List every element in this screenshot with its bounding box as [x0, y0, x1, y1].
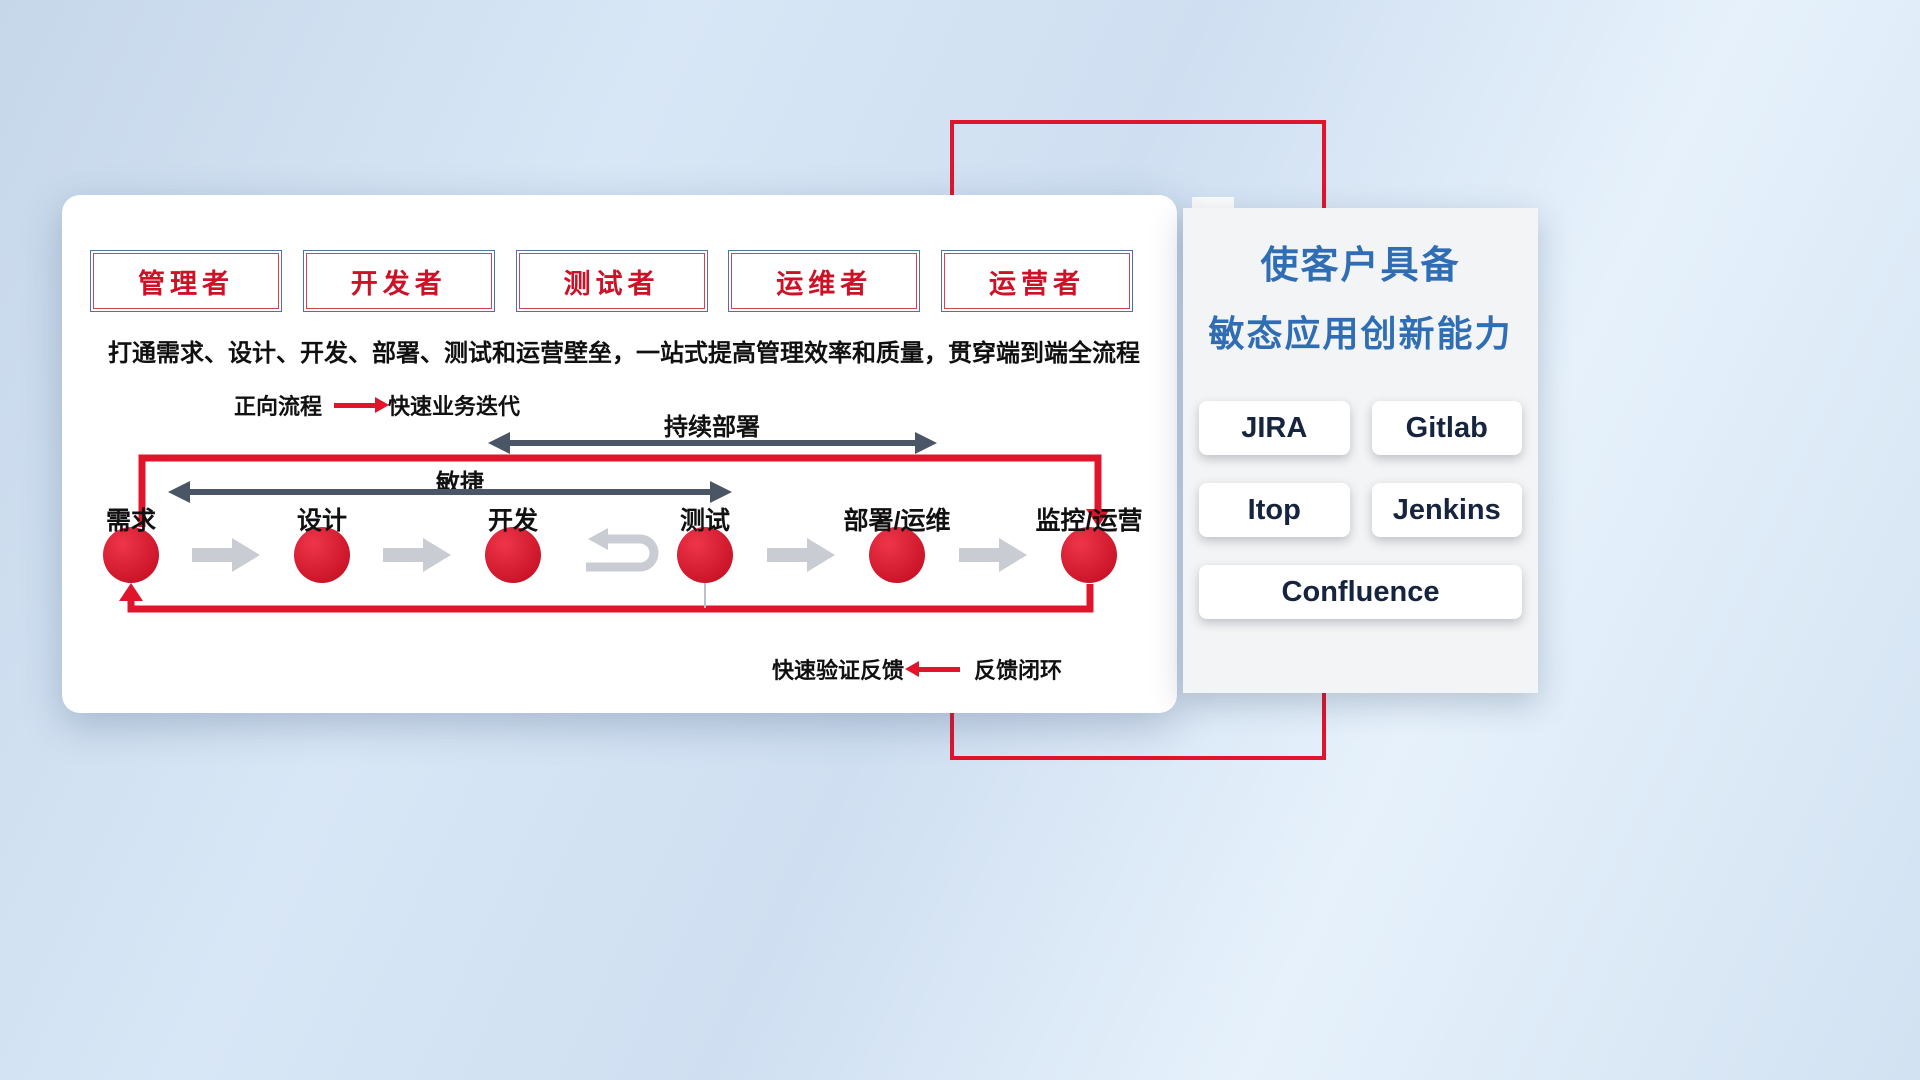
capability-title-line2: 敏态应用创新能力 — [1208, 313, 1513, 354]
tool-itop: Itop — [1199, 483, 1350, 537]
role-box-manager: 管理者 — [90, 250, 282, 312]
right-arrowhead-icon — [710, 481, 732, 503]
step-arrow-icon — [959, 538, 1027, 572]
feedback-desc: 快速验证反馈 — [772, 658, 905, 683]
agile-label: 敏捷 — [436, 470, 484, 497]
pipeline-subtitle: 打通需求、设计、开发、部署、测试和运营壁垒，一站式提高管理效率和质量，贯穿端到端… — [108, 340, 1140, 367]
forward-flow-label: 正向流程 — [234, 394, 323, 419]
node-label-development: 开发 — [487, 507, 539, 535]
feedback-arrow-icon — [918, 666, 961, 672]
capability-title: 使客户具备 敏态应用创新能力 — [1183, 234, 1538, 357]
step-arrow-icon — [192, 538, 260, 572]
panel-notch — [1192, 197, 1234, 211]
node-label-testing: 测试 — [679, 507, 731, 535]
step-arrow-icon — [383, 538, 451, 572]
node-label-monitor-ops: 监控/运营 — [1035, 507, 1143, 535]
red-feedback-loop — [119, 454, 1110, 613]
forward-flow-desc: 快速业务迭代 — [388, 394, 521, 419]
role-box-operations: 运维者 — [728, 250, 921, 312]
process-nodes — [103, 527, 1117, 583]
tool-confluence: Confluence — [1199, 565, 1522, 619]
tool-jenkins: Jenkins — [1371, 483, 1522, 537]
continuous-deployment-label: 持续部署 — [664, 414, 760, 441]
right-arrowhead-icon — [915, 432, 937, 454]
capability-panel: 使客户具备 敏态应用创新能力 JIRA Gitlab Itop Jenkins … — [1183, 208, 1538, 693]
capability-title-line1: 使客户具备 — [1260, 245, 1461, 287]
forward-arrow-icon — [334, 402, 377, 408]
devops-flow-panel: 管理者 开发者 测试者 运维者 运营者 打通需求、设计、开发、部署、测试和运营壁… — [62, 195, 1177, 713]
role-box-business-operator: 运营者 — [941, 250, 1133, 312]
feedback-loop-legend: 快速验证反馈 反馈闭环 — [772, 653, 1062, 685]
process-step-arrows — [192, 538, 1027, 572]
role-box-tester: 测试者 — [515, 250, 708, 312]
role-label: 管理者 — [138, 268, 234, 299]
up-arrowhead-icon — [119, 583, 143, 601]
node-label-deploy-ops: 部署/运维 — [843, 507, 951, 535]
tool-grid: JIRA Gitlab Itop Jenkins Confluence — [1199, 401, 1522, 619]
roles-row: 管理者 开发者 测试者 运维者 运营者 — [90, 250, 1133, 312]
forward-flow-legend: 正向流程 快速业务迭代 — [234, 389, 520, 421]
left-arrowhead-icon — [168, 481, 190, 503]
role-label: 运营者 — [989, 268, 1085, 299]
left-arrowhead-icon — [488, 432, 510, 454]
iteration-loop-icon — [586, 528, 659, 572]
node-label-design: 设计 — [296, 507, 348, 535]
step-arrow-icon — [767, 538, 835, 572]
tool-jira: JIRA — [1199, 401, 1350, 455]
feedback-label: 反馈闭环 — [974, 658, 1063, 683]
tool-gitlab: Gitlab — [1371, 401, 1522, 455]
role-label: 测试者 — [563, 268, 660, 299]
node-label-requirements: 需求 — [105, 507, 157, 535]
role-label: 开发者 — [350, 268, 447, 299]
role-label: 运维者 — [776, 268, 873, 299]
role-box-developer: 开发者 — [302, 250, 495, 312]
